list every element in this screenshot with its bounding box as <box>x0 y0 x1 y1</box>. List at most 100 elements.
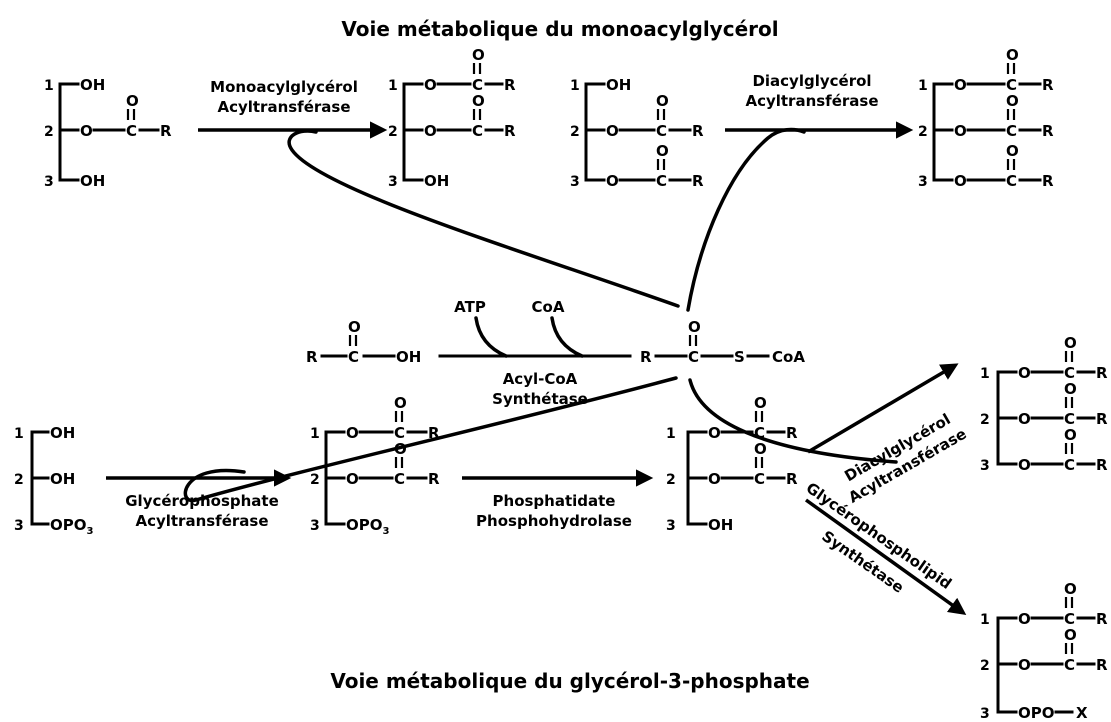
svg-text:C: C <box>394 424 405 442</box>
glycerophospholipid-molecule: 1 2 3 O C R O O C R O OPO X <box>980 580 1108 722</box>
svg-text:O: O <box>1018 610 1031 628</box>
gpat-label-line1: Glycérophosphate <box>125 492 279 510</box>
acyl-coa-to-dgat-bottom-curve <box>688 378 898 464</box>
svg-text:O: O <box>1006 46 1019 64</box>
svg-text:O: O <box>424 76 437 94</box>
svg-text:O: O <box>754 394 767 412</box>
svg-text:O: O <box>1018 410 1031 428</box>
svg-text:C: C <box>1064 656 1075 674</box>
svg-text:R: R <box>1042 172 1054 190</box>
svg-text:OH: OH <box>606 76 631 94</box>
svg-text:OPO: OPO <box>1018 704 1055 722</box>
svg-text:R: R <box>1096 456 1108 474</box>
svg-text:3: 3 <box>570 174 580 190</box>
diacylglycerol-molecule-top: 1 2 3 O C R O O C R O OH <box>388 46 516 190</box>
svg-text:O: O <box>1064 580 1077 598</box>
svg-text:C: C <box>656 122 667 140</box>
svg-text:1: 1 <box>918 78 928 94</box>
diacylglycerol-molecule-substrate: 1 2 3 OH O C R O O C R O <box>570 76 704 190</box>
acyl-coa-to-gpat-curve <box>183 376 678 503</box>
fatty-acid-molecule: R C OH O <box>306 318 421 366</box>
svg-text:O: O <box>754 440 767 458</box>
svg-text:C: C <box>1064 610 1075 628</box>
coa-label: CoA <box>532 298 565 316</box>
mgat-label-line2: Acyltransférase <box>217 98 350 116</box>
svg-text:1: 1 <box>570 78 580 94</box>
pap-label-line1: Phosphatidate <box>493 492 616 510</box>
svg-text:3: 3 <box>980 458 990 474</box>
svg-text:R: R <box>1096 656 1108 674</box>
svg-text:OH: OH <box>50 470 75 488</box>
dgat-top-label-line2: Acyltransférase <box>745 92 878 110</box>
svg-text:2: 2 <box>980 412 990 428</box>
svg-text:OPO3: OPO3 <box>50 516 94 537</box>
svg-text:R: R <box>692 172 704 190</box>
svg-text:C: C <box>1064 364 1075 382</box>
svg-text:1: 1 <box>310 426 320 442</box>
svg-text:O: O <box>1064 380 1077 398</box>
svg-text:O: O <box>1006 92 1019 110</box>
svg-text:R: R <box>692 122 704 140</box>
svg-text:2: 2 <box>570 124 580 140</box>
acs-label-line1: Acyl-CoA <box>503 370 578 388</box>
svg-text:R: R <box>1096 610 1108 628</box>
svg-text:O: O <box>472 92 485 110</box>
svg-text:O: O <box>1006 142 1019 160</box>
atp-curve <box>474 316 508 358</box>
svg-text:O: O <box>1018 656 1031 674</box>
svg-text:2: 2 <box>666 472 676 488</box>
svg-text:1: 1 <box>666 426 676 442</box>
svg-text:R: R <box>428 424 440 442</box>
title-monoacylglycerol-pathway: Voie métabolique du monoacylglycérol <box>341 17 778 41</box>
svg-text:O: O <box>708 424 721 442</box>
svg-text:C: C <box>688 348 699 366</box>
svg-text:R: R <box>306 348 318 366</box>
svg-text:O: O <box>346 470 359 488</box>
svg-text:OH: OH <box>50 424 75 442</box>
svg-text:C: C <box>1006 76 1017 94</box>
svg-text:O: O <box>708 470 721 488</box>
svg-text:O: O <box>606 122 619 140</box>
svg-text:R: R <box>1096 410 1108 428</box>
svg-text:2: 2 <box>918 124 928 140</box>
svg-text:OH: OH <box>80 172 105 190</box>
acyl-coa-to-mgat-curve <box>287 129 680 308</box>
svg-text:OPO3: OPO3 <box>346 516 390 537</box>
svg-text:O: O <box>606 172 619 190</box>
svg-text:O: O <box>688 318 701 336</box>
svg-text:2: 2 <box>44 124 54 140</box>
svg-text:1: 1 <box>44 78 54 94</box>
svg-text:OH: OH <box>396 348 421 366</box>
svg-text:1: 1 <box>388 78 398 94</box>
dgat-top-label-line1: Diacylglycérol <box>752 72 871 90</box>
svg-text:O: O <box>80 122 93 140</box>
acs-label-line2: Synthétase <box>492 390 588 408</box>
svg-text:2: 2 <box>980 658 990 674</box>
phosphatidic-acid-molecule: 1 2 3 O C R O O C R O OPO3 <box>310 394 440 537</box>
svg-text:C: C <box>472 122 483 140</box>
diacylglycerol-molecule-bottom: 1 2 3 O C R O O C R O OH <box>666 394 798 534</box>
svg-text:O: O <box>1064 626 1077 644</box>
svg-text:CoA: CoA <box>772 348 805 366</box>
svg-text:O: O <box>346 424 359 442</box>
svg-text:O: O <box>954 122 967 140</box>
svg-text:3: 3 <box>310 518 320 534</box>
svg-text:R: R <box>1042 122 1054 140</box>
svg-text:1: 1 <box>980 612 990 628</box>
svg-text:O: O <box>1064 334 1077 352</box>
svg-text:C: C <box>656 172 667 190</box>
svg-text:C: C <box>1006 172 1017 190</box>
svg-text:R: R <box>786 470 798 488</box>
svg-text:OH: OH <box>424 172 449 190</box>
svg-text:R: R <box>160 122 172 140</box>
svg-text:3: 3 <box>666 518 676 534</box>
svg-text:2: 2 <box>14 472 24 488</box>
svg-text:O: O <box>1018 456 1031 474</box>
svg-text:R: R <box>504 76 516 94</box>
svg-text:3: 3 <box>388 174 398 190</box>
svg-text:2: 2 <box>388 124 398 140</box>
svg-text:C: C <box>754 424 765 442</box>
svg-text:O: O <box>954 172 967 190</box>
atp-label: ATP <box>454 298 486 316</box>
